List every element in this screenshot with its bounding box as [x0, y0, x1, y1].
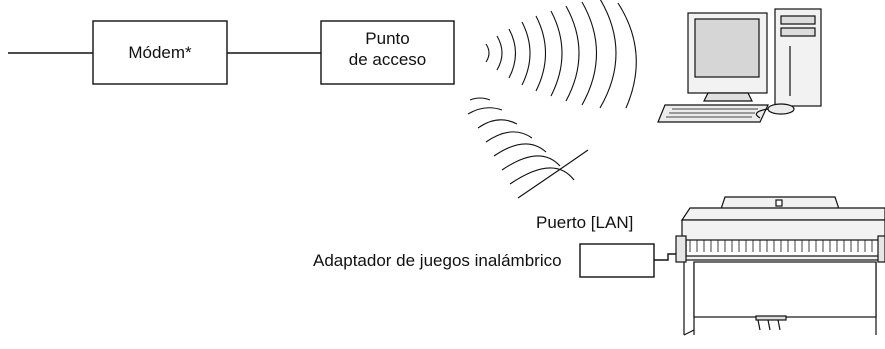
wireless-signal-icon [485, 0, 637, 109]
digital-piano-icon [675, 196, 885, 336]
adapter-label: Adaptador de juegos inalámbrico [313, 251, 562, 270]
adapter-box [579, 243, 655, 278]
wireless-signal-icon [467, 97, 589, 199]
modem-label: Módem* [128, 43, 192, 62]
adapter-cable [654, 253, 680, 261]
lan-port-label: Puerto [LAN] [536, 213, 634, 232]
access-point-label-line1: Punto [365, 29, 410, 48]
desktop-computer-icon [657, 8, 822, 123]
access-point-box [320, 20, 455, 85]
access-point-label-line2: de acceso [348, 50, 427, 69]
